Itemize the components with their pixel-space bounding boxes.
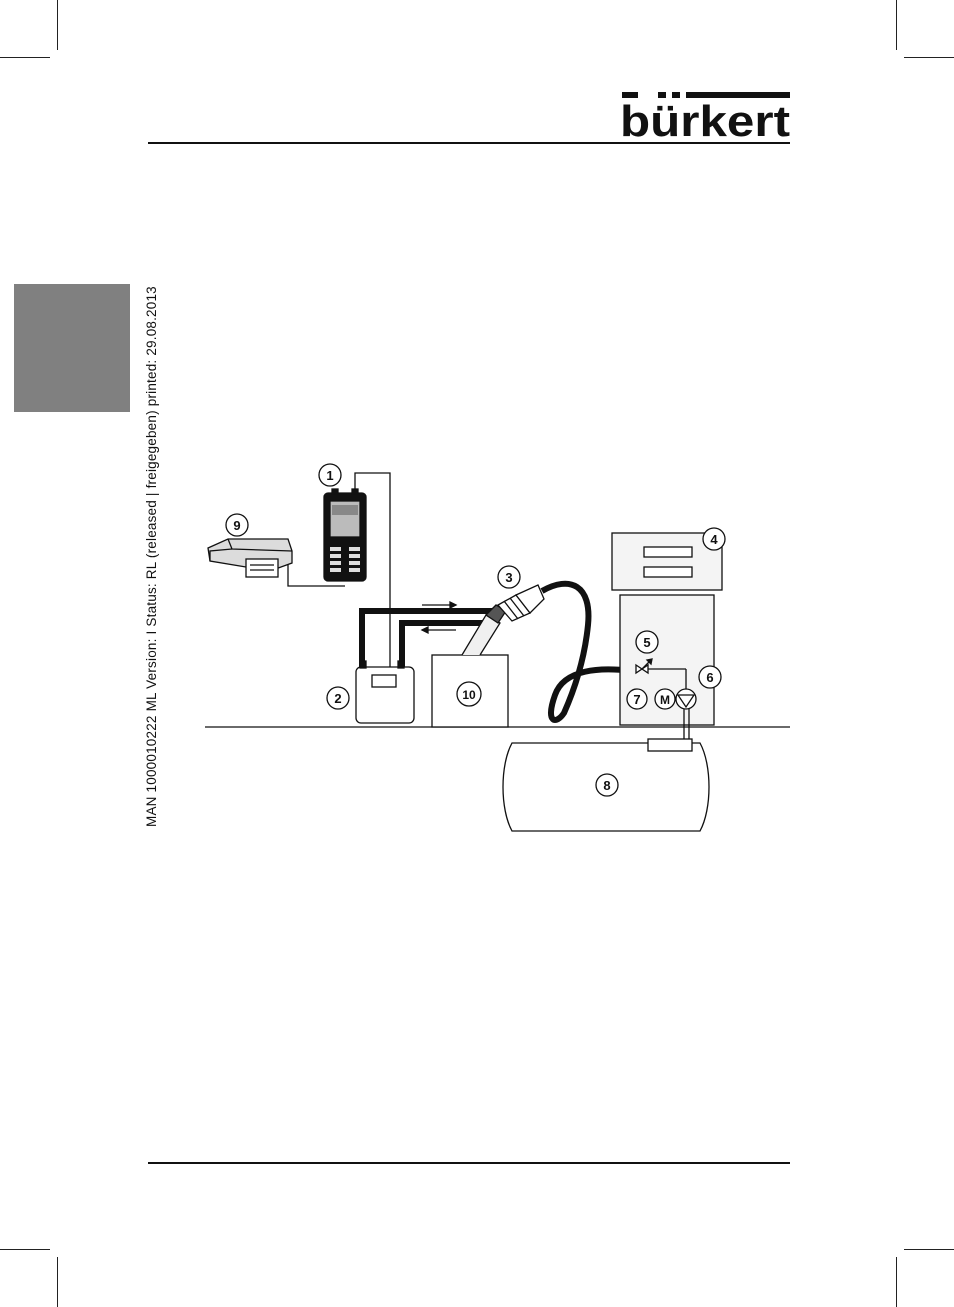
callout-1: 1: [326, 468, 333, 483]
crop-mark: [0, 1249, 50, 1250]
system-diagram: 1 2 3 4 5 6 7 8 9 10 M: [200, 455, 795, 840]
callout-6: 6: [706, 670, 713, 685]
printer-icon: [208, 539, 292, 577]
crop-mark: [904, 1249, 954, 1250]
callout-8: 8: [603, 778, 610, 793]
logo-text: bürkert: [620, 97, 790, 142]
fuel-hose: [542, 584, 632, 720]
crop-mark: [904, 57, 954, 58]
crop-mark: [896, 1257, 897, 1307]
footer-rule: [148, 1162, 790, 1164]
callout-10: 10: [462, 688, 476, 702]
crop-mark: [57, 1257, 58, 1307]
crop-mark: [896, 0, 897, 50]
callout-9: 9: [233, 518, 240, 533]
flow-arrow-left: [422, 627, 456, 633]
side-tab: [14, 284, 130, 412]
crop-mark: [57, 0, 58, 50]
callout-5: 5: [643, 635, 650, 650]
document-info-text: MAN 1000010222 ML Version: I Status: RL …: [144, 286, 159, 827]
callout-2: 2: [334, 691, 341, 706]
motor-label: M: [660, 693, 670, 707]
analyzer-device-icon: [324, 489, 366, 581]
crop-mark: [0, 57, 50, 58]
fuel-nozzle-icon: [486, 585, 544, 623]
header-rule: [148, 142, 790, 144]
flow-arrow-right: [422, 602, 456, 608]
callout-3: 3: [505, 570, 512, 585]
callout-4: 4: [710, 532, 718, 547]
callout-7: 7: [633, 692, 640, 707]
flow-meter-icon: [356, 661, 414, 723]
burkert-logo: bürkert: [620, 90, 792, 142]
